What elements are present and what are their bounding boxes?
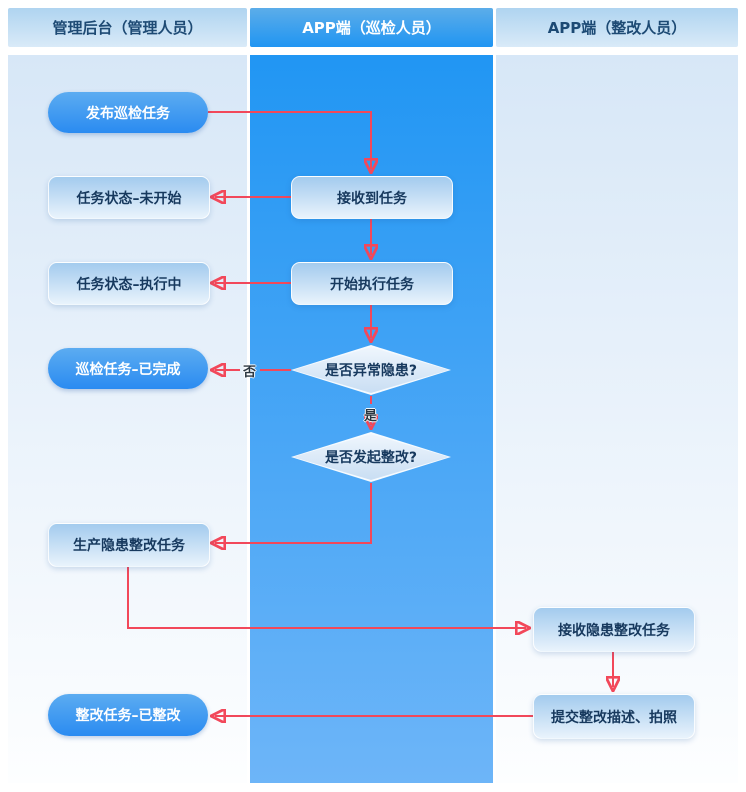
node-label: 任务状态–执行中: [76, 276, 182, 293]
node-label: 巡检任务–已完成: [75, 361, 181, 378]
lane-header-app-inspector: APP端（巡检人员）: [250, 8, 493, 47]
node-label: 任务状态–未开始: [76, 190, 182, 207]
node-rectify-task-done: 整改任务–已整改: [48, 694, 208, 736]
node-start-task: 开始执行任务: [291, 262, 453, 305]
node-label: 是否发起整改?: [324, 450, 418, 466]
node-task-status-running: 任务状态–执行中: [48, 262, 210, 305]
node-receive-task: 接收到任务: [291, 176, 453, 219]
node-label: 提交整改描述、拍照: [551, 709, 677, 726]
node-inspection-task-completed: 巡检任务–已完成: [48, 348, 208, 389]
node-task-status-not-started: 任务状态–未开始: [48, 176, 210, 219]
edge-label-no: 否: [243, 365, 257, 380]
node-production-hazard-rectify-task: 生产隐患整改任务: [48, 523, 210, 567]
lane-header-app-rectifier: APP端（整改人员）: [496, 8, 738, 47]
decision-initiate-rectify: 是否发起整改?: [291, 432, 451, 482]
edge-label-yes: 是: [364, 409, 378, 424]
node-label: 整改任务–已整改: [75, 708, 181, 724]
node-publish-inspection-task: 发布巡检任务: [48, 92, 208, 133]
node-submit-rectify-desc-photo: 提交整改描述、拍照: [533, 694, 695, 739]
lane-app-rectifier: [496, 55, 738, 783]
node-label: 生产隐患整改任务: [73, 538, 185, 554]
lane-header-admin-backend: 管理后台（管理人员）: [8, 8, 247, 47]
node-receive-rectify-task: 接收隐患整改任务: [533, 607, 695, 652]
decision-abnormal-hazard: 是否异常隐患?: [291, 345, 451, 395]
node-label: 发布巡检任务: [86, 105, 170, 122]
lane-admin-backend: [8, 55, 247, 783]
node-label: 开始执行任务: [330, 276, 414, 293]
node-label: 接收到任务: [337, 190, 407, 207]
node-label: 是否异常隐患?: [324, 363, 418, 379]
node-label: 接收隐患整改任务: [558, 622, 670, 639]
